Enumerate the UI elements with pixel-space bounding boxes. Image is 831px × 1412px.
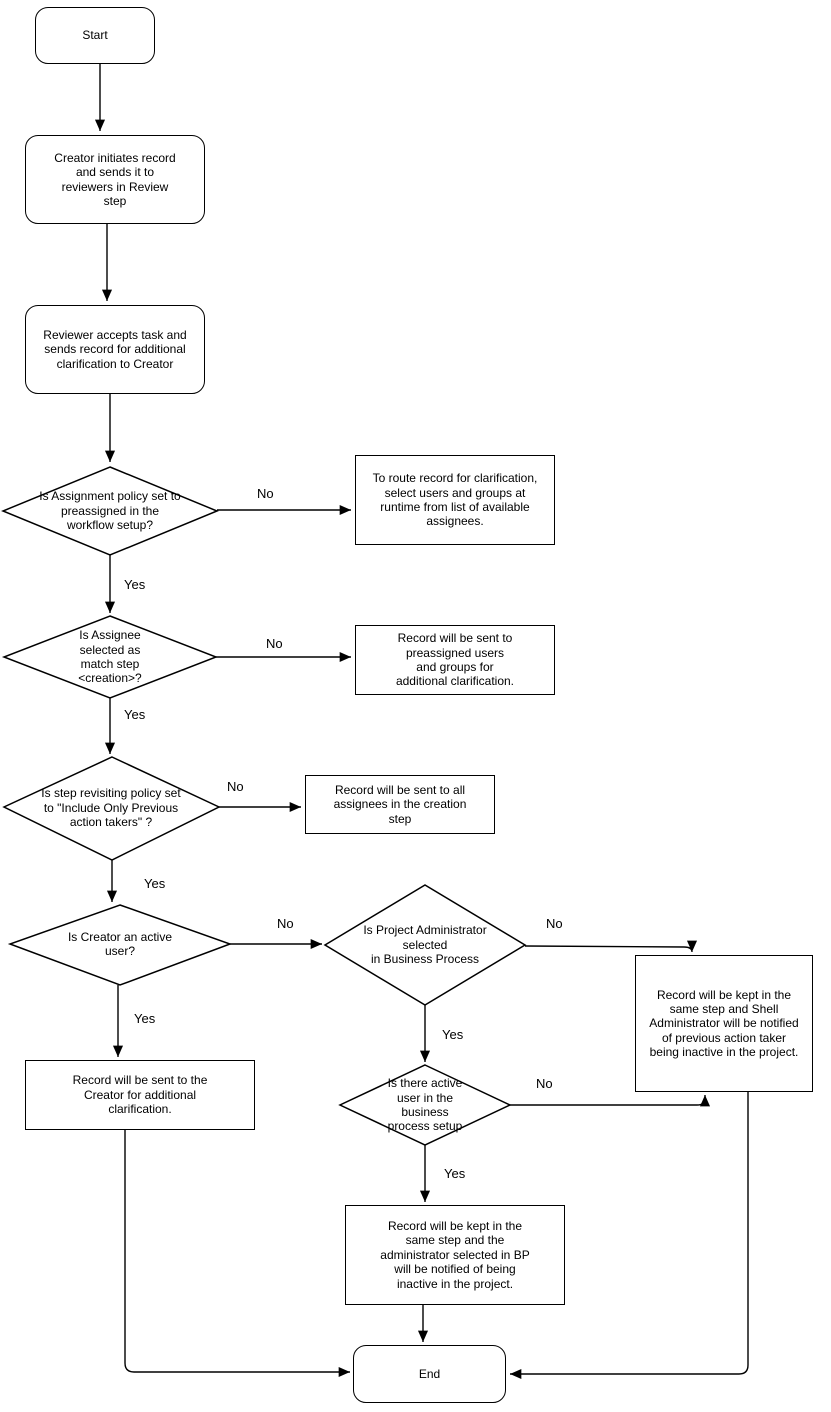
start-node: Start <box>35 7 155 64</box>
decision-project-admin-label: Is Project Administrator selected in Bus… <box>363 923 487 967</box>
shell-admin-result-node: Record will be kept in the same step and… <box>635 955 813 1092</box>
decision-assignee-match-label: Is Assignee selected as match step <crea… <box>78 628 142 686</box>
assignment-policy-no-label: No <box>257 486 274 501</box>
edge-active-user-no <box>510 1095 711 1107</box>
creator-initiates-label: Creator initiates record and sends it to… <box>54 150 176 208</box>
project-admin-yes-label: Yes <box>442 1027 464 1042</box>
reviewer-accepts-label: Reviewer accepts task and sends record f… <box>43 327 187 371</box>
all-assignees-result-node: Record will be sent to all assignees in … <box>305 775 495 834</box>
decision-assignment-policy <box>1 466 219 556</box>
active-user-yes-label: Yes <box>444 1166 466 1181</box>
start-label: Start <box>82 28 108 43</box>
decision-assignee-match <box>1 615 219 699</box>
creator-active-yes-label: Yes <box>134 1011 156 1026</box>
preassigned-result-label: Record will be sent to preassigned users… <box>395 631 515 689</box>
revisiting-policy-yes-label: Yes <box>144 876 166 891</box>
all-assignees-result-label: Record will be sent to all assignees in … <box>333 782 467 826</box>
creator-result-node: Record will be sent to the Creator for a… <box>25 1060 255 1130</box>
bp-admin-result-node: Record will be kept in the same step and… <box>345 1205 565 1305</box>
decision-revisiting-policy <box>2 756 221 861</box>
shell-admin-result-label: Record will be kept in the same step and… <box>649 987 799 1060</box>
decision-active-user-label: Is there active user in the business pro… <box>387 1076 463 1134</box>
edge-project-admin-no <box>524 940 698 953</box>
end-node: End <box>353 1345 506 1403</box>
revisiting-policy-no-label: No <box>227 779 244 794</box>
preassigned-result-node: Record will be sent to preassigned users… <box>355 625 555 695</box>
assignee-match-no-label: No <box>266 636 283 651</box>
edge-creator-result-to-end <box>124 1130 350 1378</box>
reviewer-accepts-node: Reviewer accepts task and sends record f… <box>25 305 205 394</box>
end-label: End <box>418 1366 441 1381</box>
project-admin-no-label: No <box>546 916 563 931</box>
edge-shell-result-to-end <box>510 1092 749 1380</box>
creator-initiates-node: Creator initiates record and sends it to… <box>25 135 205 224</box>
active-user-no-label: No <box>536 1076 553 1091</box>
decision-creator-active <box>7 904 233 986</box>
assignee-match-yes-label: Yes <box>124 707 146 722</box>
decision-assignment-policy-label: Is Assignment policy set to preassigned … <box>39 489 181 533</box>
decision-active-user <box>338 1064 512 1146</box>
decision-project-admin <box>323 884 527 1006</box>
decision-creator-active-label: Is Creator an active user? <box>67 929 173 958</box>
route-runtime-result-label: To route record for clarification, selec… <box>372 471 538 529</box>
creator-result-label: Record will be sent to the Creator for a… <box>72 1073 208 1117</box>
route-runtime-result-node: To route record for clarification, selec… <box>355 455 555 545</box>
bp-admin-result-label: Record will be kept in the same step and… <box>380 1219 530 1291</box>
decision-revisiting-policy-label: Is step revisiting policy set to "Includ… <box>41 786 181 830</box>
assignment-policy-yes-label: Yes <box>124 577 146 592</box>
creator-active-no-label: No <box>277 916 294 931</box>
